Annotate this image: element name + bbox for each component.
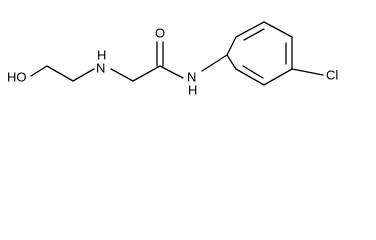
- carbonyl-oxygen-label: O: [155, 25, 165, 40]
- bond-c1-c2: [46, 65, 74, 82]
- bond-c4-n2: [159, 65, 184, 79]
- amine-hydrogen-label: H: [97, 47, 106, 62]
- bond-n1-c3: [110, 68, 134, 82]
- ring-inner-3: [242, 65, 264, 79]
- amide-nitrogen-label: N: [187, 69, 196, 84]
- chlorine-label: Cl: [326, 67, 338, 82]
- bond-n2-ring: [201, 54, 228, 72]
- hydroxyl-label: HO: [7, 69, 27, 84]
- bonds: [30, 21, 324, 86]
- amine-nitrogen-label: N: [96, 60, 105, 75]
- ring-inner-1: [243, 28, 265, 41]
- bond-ring-cl: [291, 68, 324, 76]
- bond-c2-n1: [72, 68, 95, 82]
- ring-bond-2: [235, 21, 265, 38]
- ring-bond-3: [263, 21, 293, 38]
- ring-bond-1: [226, 36, 237, 56]
- bond-o-c1: [30, 65, 48, 77]
- chemical-structure: HO H N O N H Cl: [7, 21, 338, 97]
- ring-bond-5: [263, 68, 293, 86]
- atom-labels: HO H N O N H Cl: [7, 25, 338, 97]
- amide-hydrogen-label: H: [188, 82, 197, 97]
- bond-c3-c4: [132, 65, 161, 82]
- ring-bond-6: [235, 68, 265, 86]
- ring-bond-7: [226, 54, 237, 70]
